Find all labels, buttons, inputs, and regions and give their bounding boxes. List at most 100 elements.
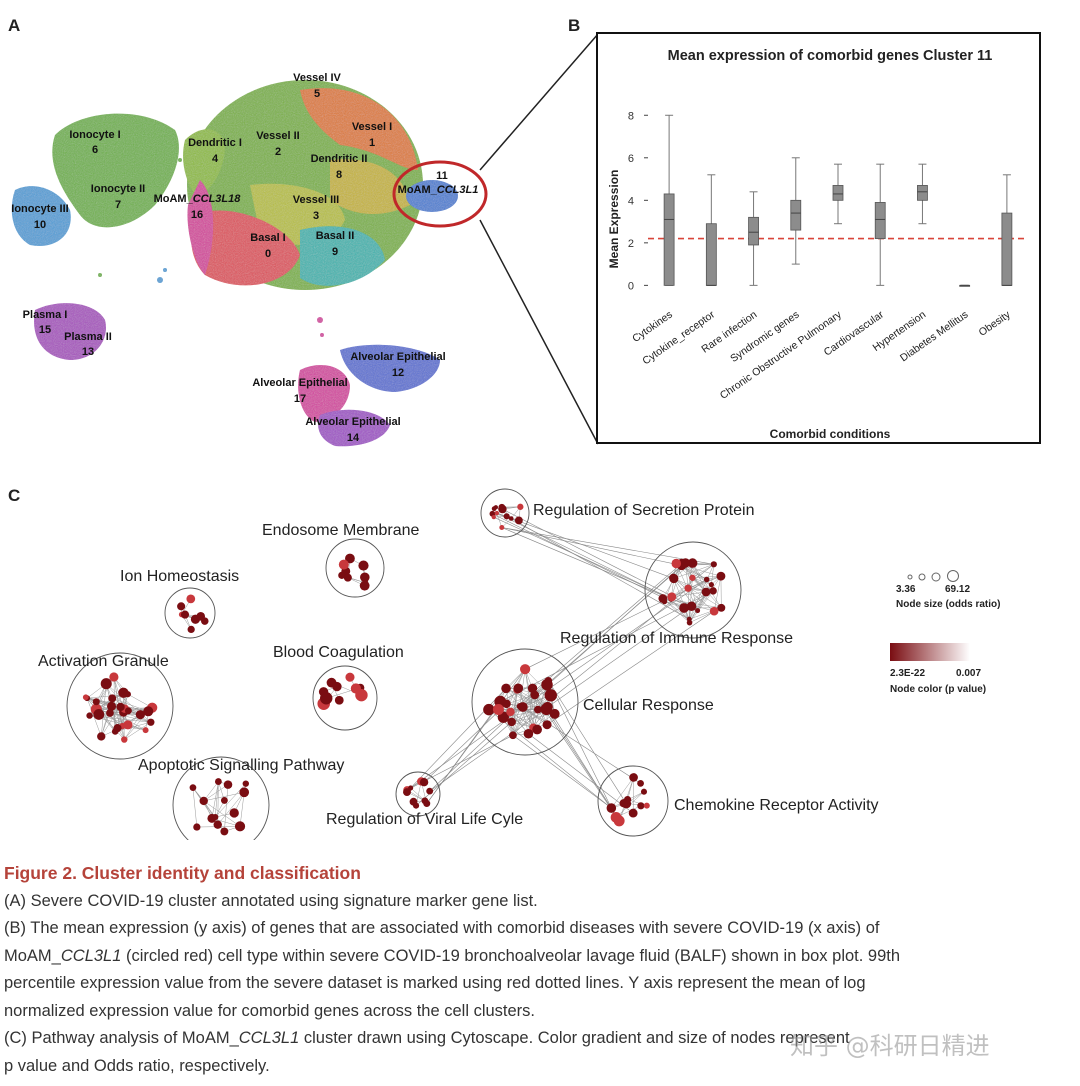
panel-letter-b: B <box>568 16 581 35</box>
box-3 <box>790 157 802 265</box>
y-tick-label: 0 <box>628 280 634 292</box>
network-node <box>345 672 355 682</box>
module-edge <box>673 578 690 620</box>
network-node <box>701 587 711 597</box>
network-node <box>629 773 638 782</box>
figure-caption: Figure 2. Cluster identity and classific… <box>4 860 1074 1080</box>
network-node <box>491 506 497 512</box>
network-node <box>606 803 617 813</box>
network-edges <box>406 508 715 822</box>
legend-color-max: 0.007 <box>956 668 981 679</box>
num-vessel-iv: 5 <box>314 88 320 100</box>
label-plasma-ii: Plasma II <box>64 331 112 343</box>
network-node <box>123 720 133 730</box>
network-node <box>533 705 542 714</box>
legend-size-max: 69.12 <box>945 584 970 595</box>
boxplot-boxes <box>663 114 1013 287</box>
network-node <box>686 619 693 626</box>
network-node <box>709 606 719 616</box>
module-boundary <box>471 648 579 756</box>
legend-size-title: Node size (odds ratio) <box>896 599 1000 610</box>
module-label-chemokine: Chemokine Receptor Activity <box>674 797 879 814</box>
network-node <box>343 573 352 582</box>
network-node <box>118 687 129 698</box>
network-node <box>147 718 155 726</box>
module-edge <box>224 784 229 832</box>
network-node <box>193 823 201 831</box>
network-node <box>640 788 648 795</box>
cluster-region-alveolar-17 <box>298 365 350 422</box>
module-boundary <box>597 765 669 837</box>
module-edge <box>662 598 690 620</box>
network-node <box>109 672 119 682</box>
y-tick-label: 4 <box>628 195 634 207</box>
x-axis-label: Comorbid conditions <box>770 427 891 441</box>
network-node <box>113 724 122 733</box>
module-label-cellular: Cellular Response <box>583 697 714 714</box>
network-node <box>530 690 540 700</box>
network-node <box>187 625 195 634</box>
y-axis-label: Mean Expression <box>607 170 621 269</box>
module-edge <box>692 563 707 593</box>
network-node <box>358 560 369 571</box>
module-edge <box>217 792 245 825</box>
module-boundary <box>480 488 530 538</box>
num-alveolar-14: 14 <box>347 432 360 444</box>
module-edge <box>671 575 722 598</box>
module-edge <box>662 598 690 623</box>
zoom-connector-lines <box>479 33 599 445</box>
network-edge <box>496 512 672 600</box>
box-iqr <box>917 185 928 201</box>
caption-a: (A) Severe COVID-19 cluster annotated us… <box>4 891 538 910</box>
label-ionocyte-ii: Ionocyte II <box>91 183 145 195</box>
network-edge <box>511 518 690 620</box>
box-7 <box>959 284 971 287</box>
network-node <box>121 736 128 743</box>
network-node <box>513 683 524 694</box>
cluster-region-ionocyte <box>52 113 179 228</box>
network-node <box>199 796 208 806</box>
network-node <box>403 788 411 797</box>
module-edge <box>512 709 539 736</box>
label-vessel-i: Vessel I <box>352 121 392 133</box>
box-5 <box>874 163 886 286</box>
module-edge <box>113 676 129 725</box>
module-endosome <box>325 538 385 598</box>
network-node <box>215 778 222 785</box>
network-node <box>703 576 710 583</box>
x-tick-label: Cytokine_receptor <box>640 308 717 367</box>
box-6 <box>917 163 928 225</box>
cluster-region-moam-ccl3l1 <box>406 180 458 212</box>
umap-plot: Ionocyte I 6 Ionocyte II 7 Ionocyte III … <box>11 72 488 447</box>
module-edge <box>711 564 715 585</box>
module-label-apoptotic: Apoptotic Signalling Pathway <box>138 757 344 774</box>
network-edge <box>501 527 682 566</box>
cluster-region-plasma <box>34 303 106 360</box>
network-node <box>408 785 414 791</box>
y-tick-label: 6 <box>628 153 634 165</box>
network-node <box>186 594 196 604</box>
num-basal-ii: 9 <box>332 246 338 258</box>
box-iqr <box>705 223 717 286</box>
cluster-region-ionocyte-iii <box>11 186 71 246</box>
num-basal-i: 0 <box>265 248 271 260</box>
num-dendritic-i: 4 <box>212 153 219 165</box>
network-node <box>684 584 692 592</box>
box-4 <box>832 163 844 225</box>
module-edge <box>98 714 146 731</box>
network-edge <box>493 516 698 611</box>
network-node <box>544 689 557 702</box>
network-node <box>542 720 552 730</box>
label-ionocyte-iii: Ionocyte III <box>11 203 68 215</box>
watermark: 知乎 @科研日精进 <box>790 1032 990 1060</box>
network-node <box>318 687 329 697</box>
legend-color-title: Node color (p value) <box>890 684 986 695</box>
network-edge <box>423 703 507 783</box>
network-node <box>669 573 678 583</box>
box-0 <box>663 114 675 286</box>
module-secretion <box>480 488 530 538</box>
module-edge <box>86 698 102 737</box>
network-node <box>637 779 644 787</box>
num-ionocyte-i: 6 <box>92 144 98 156</box>
module-edge <box>689 591 707 623</box>
